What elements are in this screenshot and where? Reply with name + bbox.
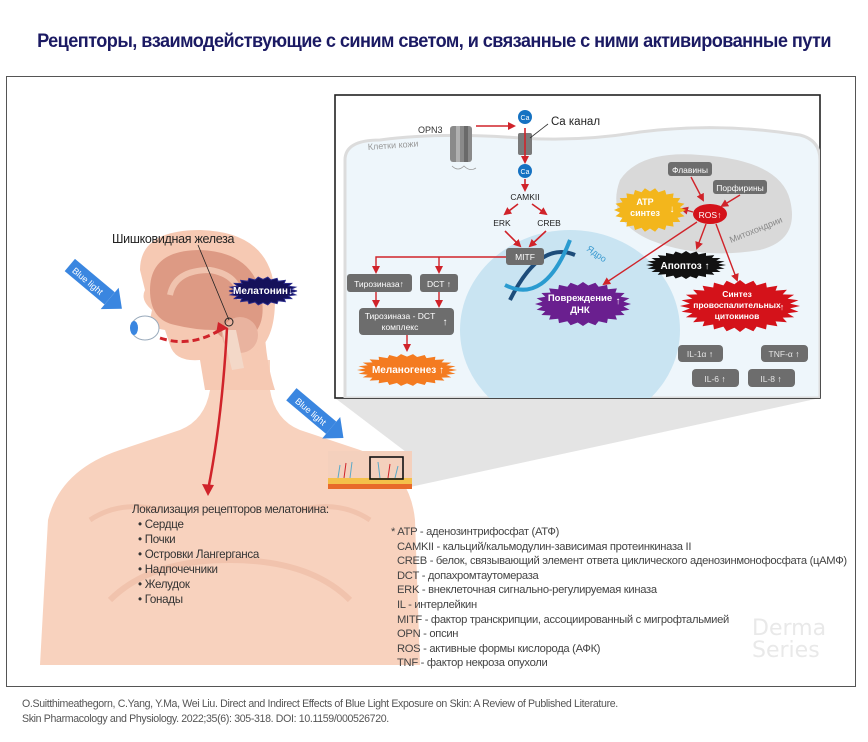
- il8-node: [748, 369, 795, 387]
- svg-text:IL-1α ↑: IL-1α ↑: [687, 349, 713, 359]
- creb-label: CREB: [537, 218, 561, 228]
- svg-text:ДНК: ДНК: [570, 305, 590, 316]
- dna-damage-badge: Повреждение ДНК ↑: [535, 282, 631, 326]
- mitochondrion: [616, 154, 792, 254]
- svg-text:MITF: MITF: [515, 252, 535, 262]
- zoom-cone: [335, 398, 820, 487]
- melatonin-badge: Мелатонин↓: [228, 276, 298, 306]
- svg-text:Синтез: Синтез: [722, 289, 752, 299]
- pineal-gland-label: Шишковидная железа: [112, 232, 235, 246]
- flavins-node: [668, 162, 712, 176]
- svg-text:Меланогенез ↑: Меланогенез ↑: [372, 365, 444, 376]
- svg-text:Апоптоз ↑: Апоптоз ↑: [661, 261, 710, 272]
- citation: O.Suitthimeathegorn, C.Yang, Y.Ma, Wei L…: [22, 698, 618, 725]
- svg-text:Повреждение: Повреждение: [548, 293, 612, 304]
- melatonin-receptor-localization: Локализация рецепторов мелатонина: Сердц…: [132, 502, 329, 607]
- il6-node: [692, 369, 739, 387]
- derma-series-watermark: Derma Series: [752, 616, 827, 663]
- legend-item: IL - интерлейкин: [397, 598, 477, 611]
- svg-text:синтез: синтез: [630, 208, 660, 218]
- svg-text:комплекс: комплекс: [382, 322, 419, 332]
- svg-text:цитокинов: цитокинов: [715, 311, 760, 321]
- camkii-label: CAMKII: [510, 192, 539, 202]
- svg-text:DCT ↑: DCT ↑: [427, 279, 451, 289]
- svg-text:Порфирины: Порфирины: [716, 183, 764, 193]
- svg-text:Ca канал: Ca канал: [551, 116, 600, 128]
- legend-item: CAMKII - кальций/кальмодулин-зависимая п…: [397, 540, 692, 553]
- svg-text:IL-6 ↑: IL-6 ↑: [704, 374, 725, 384]
- page-title: Рецепторы, взаимодействующие с синим све…: [37, 30, 831, 52]
- svg-text:Клетки кожи: Клетки кожи: [367, 138, 418, 152]
- svg-text:провоспалительных: провоспалительных: [693, 300, 781, 310]
- ros-node: [693, 204, 727, 224]
- list-item: Почки: [138, 532, 329, 547]
- legend-item: MITF - фактор транскрипции, ассоциирован…: [397, 613, 729, 626]
- cytokine-synthesis-badge: Синтез провоспалительных цитокинов ↑: [680, 280, 800, 332]
- pineal-gland-marker: [224, 317, 234, 327]
- opn3-receptor: OPN3: [418, 125, 477, 170]
- tnfa-node: [761, 345, 808, 362]
- list-item: Желудок: [138, 577, 329, 592]
- svg-text:Тирозиназа↑: Тирозиназа↑: [354, 279, 404, 289]
- porphyrins-node: [713, 180, 767, 194]
- legend-item: CREB - белок, связывающий элемент ответа…: [397, 555, 847, 568]
- tyrosinase-dct-complex-node: [359, 308, 454, 335]
- ca-ion-outer: [518, 110, 532, 124]
- legend-item: DCT - допахромтаутомераза: [397, 569, 539, 582]
- legend-item: ROS - активные формы кислорода (АФК): [397, 642, 601, 655]
- tyrosinase-node: [347, 274, 412, 292]
- svg-text:IL-8 ↑: IL-8 ↑: [760, 374, 781, 384]
- localization-list: Сердце Почки Островки Лангерганса Надпоч…: [132, 517, 329, 607]
- list-item: Надпочечники: [138, 562, 329, 577]
- svg-text:Мелатонин↓: Мелатонин↓: [233, 286, 293, 297]
- melatonin-systemic-arrow: [206, 327, 229, 491]
- optic-pathway-arrow: [159, 328, 221, 344]
- legend-item: TNF - фактор некроза опухоли: [397, 657, 548, 670]
- svg-text:Ca: Ca: [521, 115, 530, 122]
- abbreviation-legend: * ATP - аденозинтрифосфат (АТФ) CAMKII -…: [391, 525, 847, 671]
- svg-text:TNF-α ↑: TNF-α ↑: [769, 349, 800, 359]
- ca-ion-inner: [518, 164, 532, 178]
- svg-text:ATP: ATP: [636, 197, 653, 207]
- svg-text:↓: ↓: [670, 204, 675, 215]
- legend-item: * ATP - аденозинтрифосфат (АТФ): [391, 526, 560, 538]
- cell-pathway-inset: Клетки кожи Ядро Митохондрии OPN3 Ca Ca …: [334, 94, 821, 399]
- il1a-node: [678, 345, 723, 362]
- svg-text:ROS↑: ROS↑: [699, 210, 722, 220]
- svg-text:Ca: Ca: [521, 169, 530, 176]
- list-item: Сердце: [138, 517, 329, 532]
- apoptosis-badge: Апоптоз ↑: [646, 251, 726, 279]
- blue-light-arrow-eye: Blue light: [64, 258, 122, 310]
- svg-text:Флавины: Флавины: [672, 165, 708, 175]
- svg-text:↑: ↑: [780, 302, 785, 312]
- svg-text:Тирозиназа - DCT: Тирозиназа - DCT: [365, 311, 436, 321]
- svg-text:↑: ↑: [616, 296, 621, 307]
- dct-node: [420, 274, 458, 292]
- atp-synthesis-badge: ATP синтез ↓: [614, 188, 686, 232]
- mitf-node: [506, 248, 544, 265]
- eye-illustration: [130, 315, 160, 341]
- legend-item: OPN - опсин: [397, 628, 459, 641]
- legend-item: ERK - внеклеточная сигнально-регулируема…: [397, 584, 657, 597]
- list-item: Гонады: [138, 592, 329, 607]
- skin-cross-section: [328, 451, 412, 489]
- localization-heading: Локализация рецепторов мелатонина:: [132, 503, 329, 516]
- erk-label: ERK: [493, 218, 511, 228]
- svg-text:↑: ↑: [443, 317, 448, 328]
- list-item: Островки Лангерганса: [138, 547, 329, 562]
- svg-text:OPN3: OPN3: [418, 125, 443, 135]
- melanogenesis-badge: Меланогенез ↑: [357, 354, 457, 386]
- pineal-pointer-line: [197, 244, 230, 321]
